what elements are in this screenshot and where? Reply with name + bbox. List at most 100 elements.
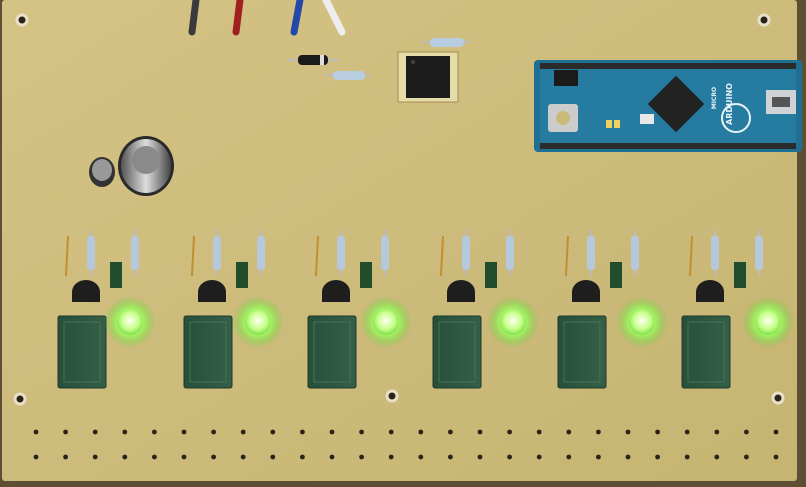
resistor	[213, 230, 221, 276]
arduino-micro-board: ARDUINO MICRO	[534, 60, 802, 152]
transistor	[198, 280, 226, 302]
terminal-hole	[329, 454, 335, 460]
terminal-hole	[536, 454, 542, 460]
diode	[110, 262, 122, 288]
diode	[610, 262, 622, 288]
led-indicator	[104, 296, 156, 348]
terminal-hole	[270, 429, 276, 435]
diode	[360, 262, 372, 288]
terminal-hole	[388, 429, 394, 435]
terminal-hole	[240, 454, 246, 460]
terminal-hole	[92, 429, 98, 435]
relay-channel	[432, 230, 539, 389]
terminal-hole	[566, 454, 572, 460]
jumper-wire	[440, 235, 444, 277]
resistor	[506, 230, 514, 276]
terminal-hole	[211, 454, 217, 460]
relay-marking	[189, 321, 227, 383]
relay	[557, 315, 607, 389]
terminal-hole	[684, 454, 690, 460]
terminal-hole	[714, 429, 720, 435]
terminal-hole	[566, 429, 572, 435]
terminal-hole	[329, 429, 335, 435]
input-wires	[188, 0, 346, 36]
resistor	[462, 230, 470, 276]
ic-chip	[397, 51, 459, 103]
resistor	[131, 230, 139, 276]
arduino-brand-label: ARDUINO	[725, 83, 734, 125]
terminal-hole	[655, 454, 660, 460]
resistor	[337, 230, 345, 276]
relay-marking	[438, 321, 476, 383]
terminal-hole	[684, 429, 690, 435]
led-indicator	[616, 296, 668, 348]
diode	[288, 55, 338, 65]
terminal-hole	[181, 454, 187, 460]
terminal-hole	[477, 454, 483, 460]
terminal-hole	[388, 454, 394, 460]
relay-channels	[57, 230, 794, 389]
relay-channel	[307, 230, 412, 389]
relay-marking	[563, 321, 601, 383]
relay	[681, 315, 731, 389]
terminal-hole	[152, 454, 157, 460]
relay	[57, 315, 107, 389]
terminal-hole	[773, 454, 779, 460]
resistor	[631, 230, 639, 276]
terminal-hole	[477, 429, 483, 435]
relay-marking	[63, 321, 101, 383]
terminal-hole	[152, 429, 157, 435]
relay	[183, 315, 233, 389]
terminal-hole	[211, 429, 217, 435]
transistor	[572, 280, 600, 302]
capacitors	[89, 136, 174, 196]
led-indicator	[360, 296, 412, 348]
top-resistors	[326, 38, 470, 80]
terminal-hole	[655, 429, 660, 435]
jumper-wire	[315, 235, 319, 277]
terminal-hole	[33, 454, 39, 460]
resistor	[87, 230, 95, 276]
terminal-hole	[536, 429, 542, 435]
terminal-hole	[507, 429, 512, 435]
terminal-hole	[270, 454, 276, 460]
terminal-hole	[300, 454, 305, 460]
terminal-hole	[63, 429, 68, 435]
mounting-holes	[13, 13, 785, 406]
relay-channel	[183, 230, 284, 389]
relay	[432, 315, 482, 389]
jumper-wire	[689, 235, 693, 277]
terminal-hole	[359, 429, 364, 435]
terminal-hole	[418, 454, 424, 460]
terminal-hole	[773, 429, 779, 435]
led-indicator	[487, 296, 539, 348]
terminal-hole	[122, 454, 128, 460]
terminal-hole	[714, 454, 720, 460]
terminal-hole	[625, 454, 631, 460]
transistor	[322, 280, 350, 302]
resistor	[381, 230, 389, 276]
terminal-hole	[240, 429, 246, 435]
terminal-hole	[181, 429, 187, 435]
terminal-holes	[33, 429, 779, 460]
terminal-hole	[63, 454, 68, 460]
diode	[236, 262, 248, 288]
terminal-hole	[625, 429, 631, 435]
terminal-hole	[359, 454, 364, 460]
diode	[485, 262, 497, 288]
resistor	[711, 230, 719, 276]
jumper-wire	[191, 235, 195, 277]
jumper-wire	[565, 235, 569, 277]
transistor	[696, 280, 724, 302]
terminal-hole	[33, 429, 39, 435]
relay	[307, 315, 357, 389]
resistor	[755, 230, 763, 276]
terminal-hole	[122, 429, 128, 435]
jumper-wire	[65, 235, 69, 277]
terminal-hole	[596, 454, 601, 460]
diode	[734, 262, 746, 288]
transistor	[72, 280, 100, 302]
arduino-model-label: MICRO	[711, 87, 718, 109]
terminal-hole	[744, 429, 749, 435]
